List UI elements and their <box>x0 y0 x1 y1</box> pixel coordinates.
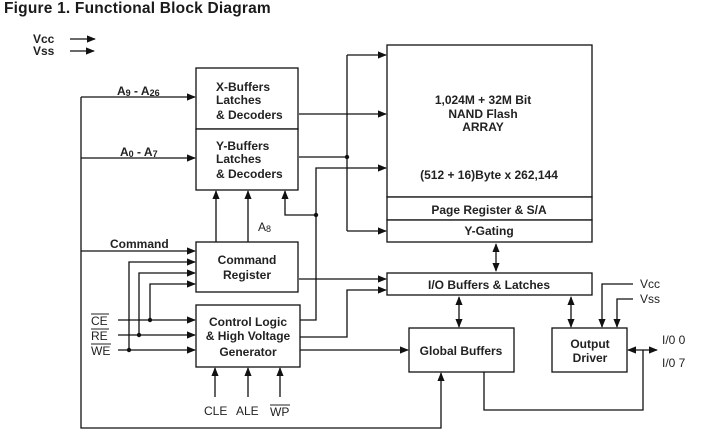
output-driver-block: Output Driver <box>551 327 628 373</box>
flash-array-block: 1,024M + 32M Bit NAND Flash ARRAY (512 +… <box>386 44 593 243</box>
out-vss-label: Vss <box>640 292 660 306</box>
control-logic-block: Control Logic & High Voltage Generator <box>195 304 301 368</box>
re-to-command-register <box>138 269 196 335</box>
array-line2: NAND Flash <box>448 107 517 121</box>
addr-high-label: A9 - A26 <box>117 84 160 98</box>
cle-label: CLE <box>204 404 227 418</box>
command-register-box <box>195 241 299 293</box>
command-register-line1: Command <box>218 253 277 267</box>
left-bus-to-global-buffers <box>80 97 445 429</box>
out-vcc-label: Vcc <box>640 277 660 291</box>
addr-low-label: A0 - A7 <box>120 145 158 159</box>
y-buffers-line3: & Decoders <box>216 167 283 181</box>
y-buffers-box <box>195 128 299 191</box>
io-buffers-label: I/O Buffers & Latches <box>428 278 550 292</box>
ce-label: CE <box>91 314 108 328</box>
ale-label: ALE <box>236 404 259 418</box>
output-driver-line1: Output <box>570 337 609 351</box>
wp-label: WP <box>270 405 289 419</box>
a8-to-ybuf <box>281 190 316 216</box>
control-logic-box <box>195 304 301 368</box>
junction-dot <box>344 154 350 160</box>
io-buffers-block: I/O Buffers & Latches <box>386 272 593 296</box>
junction-dot <box>313 212 319 218</box>
out-vcc-wire <box>598 283 633 328</box>
global-buffers-block: Global Buffers <box>408 327 515 373</box>
global-buffers-box <box>408 327 515 373</box>
io0-label: I/0 0 <box>662 333 686 347</box>
wires <box>80 51 658 429</box>
re-label: RE <box>91 329 108 343</box>
y-gating-box <box>386 219 593 243</box>
y-gating-label: Y-Gating <box>464 224 513 238</box>
signal-labels: A9 - A26 A0 - A7 Command A8 CE RE WE CLE… <box>91 84 686 419</box>
global-to-io-pins <box>483 350 644 411</box>
control-logic-line2: & High Voltage <box>206 329 291 343</box>
command-register-line2: Register <box>223 268 271 282</box>
x-buffers-line3: & Decoders <box>216 108 283 122</box>
io7-label: I/0 7 <box>662 356 686 370</box>
figure-title: Figure 1. Functional Block Diagram <box>4 0 271 17</box>
command-register-block: Command Register <box>195 241 299 293</box>
control-logic-line3: Generator <box>219 345 277 359</box>
junction-dot <box>147 317 153 323</box>
y-buffers-line2: Latches <box>216 152 262 166</box>
array-line1: 1,024M + 32M Bit <box>435 93 531 107</box>
vss-label: Vss <box>33 44 55 58</box>
command-label: Command <box>110 237 169 251</box>
we-label: WE <box>91 344 110 358</box>
ce-to-command-register <box>149 280 196 320</box>
flash-array-box <box>386 44 593 198</box>
junction-dot <box>126 347 132 353</box>
array-organization: (512 + 16)Byte x 262,144 <box>420 168 558 182</box>
io-buffers-box <box>386 272 593 296</box>
a8-label: A8 <box>258 220 271 234</box>
vcc-label: Vcc <box>33 32 55 46</box>
control-to-io-buffers <box>300 286 387 338</box>
x-buffers-box <box>195 67 299 130</box>
out-vss-wire <box>613 298 633 328</box>
x-buffers-line2: Latches <box>216 93 262 107</box>
control-logic-line1: Control Logic <box>209 315 287 329</box>
array-line3: ARRAY <box>462 120 504 134</box>
we-to-command-register <box>128 258 196 350</box>
output-driver-line2: Driver <box>573 351 608 365</box>
x-buffers-line1: X-Buffers <box>216 80 270 94</box>
xy-buffers-block: X-Buffers Latches & Decoders Y-Buffers L… <box>195 67 299 191</box>
global-buffers-label: Global Buffers <box>420 344 503 358</box>
page-register-label: Page Register & S/A <box>431 203 547 217</box>
control-to-array <box>300 164 387 321</box>
y-buffers-line1: Y-Buffers <box>216 139 270 153</box>
output-driver-box <box>551 327 628 373</box>
junction-dot <box>136 332 142 338</box>
power-inputs: Vcc Vss <box>33 32 96 58</box>
